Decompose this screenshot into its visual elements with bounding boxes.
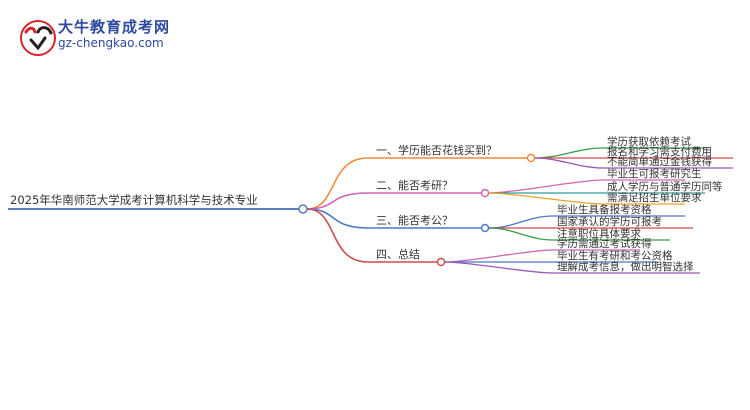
leaf-topic[interactable]: 学历获取依赖考试 [607,135,691,148]
mindmap-nodes: 2025年华南师范大学成考计算机科学与技术专业 一、学历能否花钱买到？ 学历获取依赖… [10,135,723,273]
leaf-link [534,157,604,169]
leaf-topic[interactable]: 学历需通过考试获得 [557,237,652,250]
leaf-topic[interactable]: 注意职位具体要求 [557,227,641,240]
mindmap-links [8,147,733,274]
site-title[interactable]: 大牛教育成考网 [58,18,171,36]
branch-topic[interactable]: 二、能否考研？ [376,178,453,192]
site-url[interactable]: gz-chengkao.com [58,36,164,50]
branch-connector [436,257,446,267]
leaf-link [444,249,554,263]
leaf-link [488,227,554,241]
branch-topic[interactable]: 一、学历能否花钱买到？ [376,143,497,157]
leaf-topic[interactable]: 毕业生具备报考资格 [557,203,652,216]
branch-topic[interactable]: 三、能否考公？ [376,213,453,227]
leaf-topic[interactable]: 成人学历与普通学历同等 [607,180,723,193]
leaf-link [488,192,604,205]
leaf-topic[interactable]: 报名和学习需支付费用 [607,145,712,158]
leaf-topic[interactable]: 毕业生有考研和考公资格 [557,249,673,262]
leaf-topic[interactable]: 需满足招生单位要求 [607,191,702,204]
leaf-topic[interactable]: 毕业生可报考研究生 [607,167,702,180]
root-connector [298,204,308,214]
leaf-topic[interactable]: 国家承认的学历可报考 [557,215,662,228]
branch-link [306,208,369,263]
branch-link [306,192,369,210]
root-topic[interactable]: 2025年华南师范大学成考计算机科学与技术专业 [10,193,258,207]
leaf-link [488,179,604,194]
branch-connector [480,223,490,233]
leaf-topic[interactable]: 理解成考信息，做出明智选择 [557,260,694,273]
bull-logo-icon [20,20,56,56]
leaf-link [444,261,554,274]
branch-connector [480,188,490,198]
branch-topic[interactable]: 四、总结 [376,247,420,261]
branch-connector [526,153,536,163]
leaf-link [488,215,554,229]
leaf-link [534,147,604,159]
leaf-topic[interactable]: 不能简单通过金钱获得 [607,155,712,168]
branch-link [306,208,369,229]
branch-link [306,157,369,210]
